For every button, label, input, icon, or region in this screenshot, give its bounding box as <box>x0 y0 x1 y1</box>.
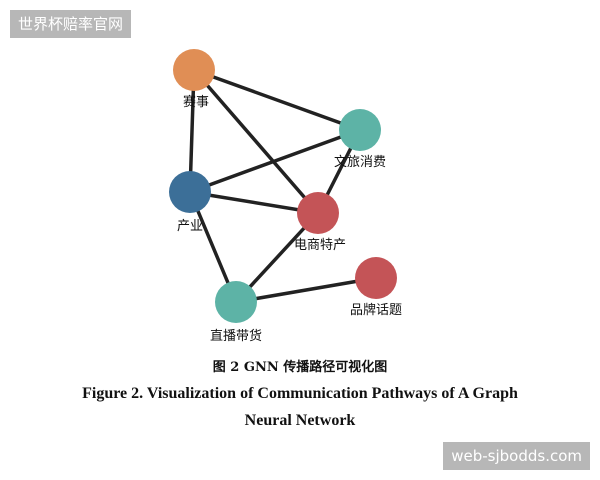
node-pinpai <box>355 257 397 299</box>
node-zhibo <box>215 281 257 323</box>
edge-saishi-dianshang <box>192 68 320 215</box>
watermark-top: 世界杯赔率官网 <box>10 10 132 38</box>
figure-caption-en-line2: Neural Network <box>244 412 356 429</box>
node-dianshang <box>297 192 339 234</box>
node-label-zhibo: 直播带货 <box>210 328 262 344</box>
node-chanye <box>169 171 211 213</box>
node-label-dianshang: 电商特产 <box>294 238 346 253</box>
figure-caption-en-line1: Figure 2. Visualization of Communication… <box>82 385 518 402</box>
graph-nodes <box>169 49 397 323</box>
edge-zhibo-pinpai <box>234 276 378 304</box>
edge-chanye-wenlv <box>188 128 362 194</box>
watermark-bottom: web-sjbodds.com <box>443 442 590 470</box>
node-label-saishi: 赛事 <box>183 94 209 110</box>
edge-saishi-wenlv <box>192 68 362 132</box>
graph-edges <box>188 68 378 304</box>
node-label-wenlv: 文旅消费 <box>334 155 386 170</box>
node-label-chanye: 产业 <box>177 219 203 234</box>
node-wenlv <box>339 109 381 151</box>
figure-caption-cn: 图 2 GNN 传播路径可视化图 <box>212 360 388 375</box>
node-label-pinpai: 品牌话题 <box>350 302 402 318</box>
node-saishi <box>173 49 215 91</box>
edge-chanye-dianshang <box>188 190 320 215</box>
